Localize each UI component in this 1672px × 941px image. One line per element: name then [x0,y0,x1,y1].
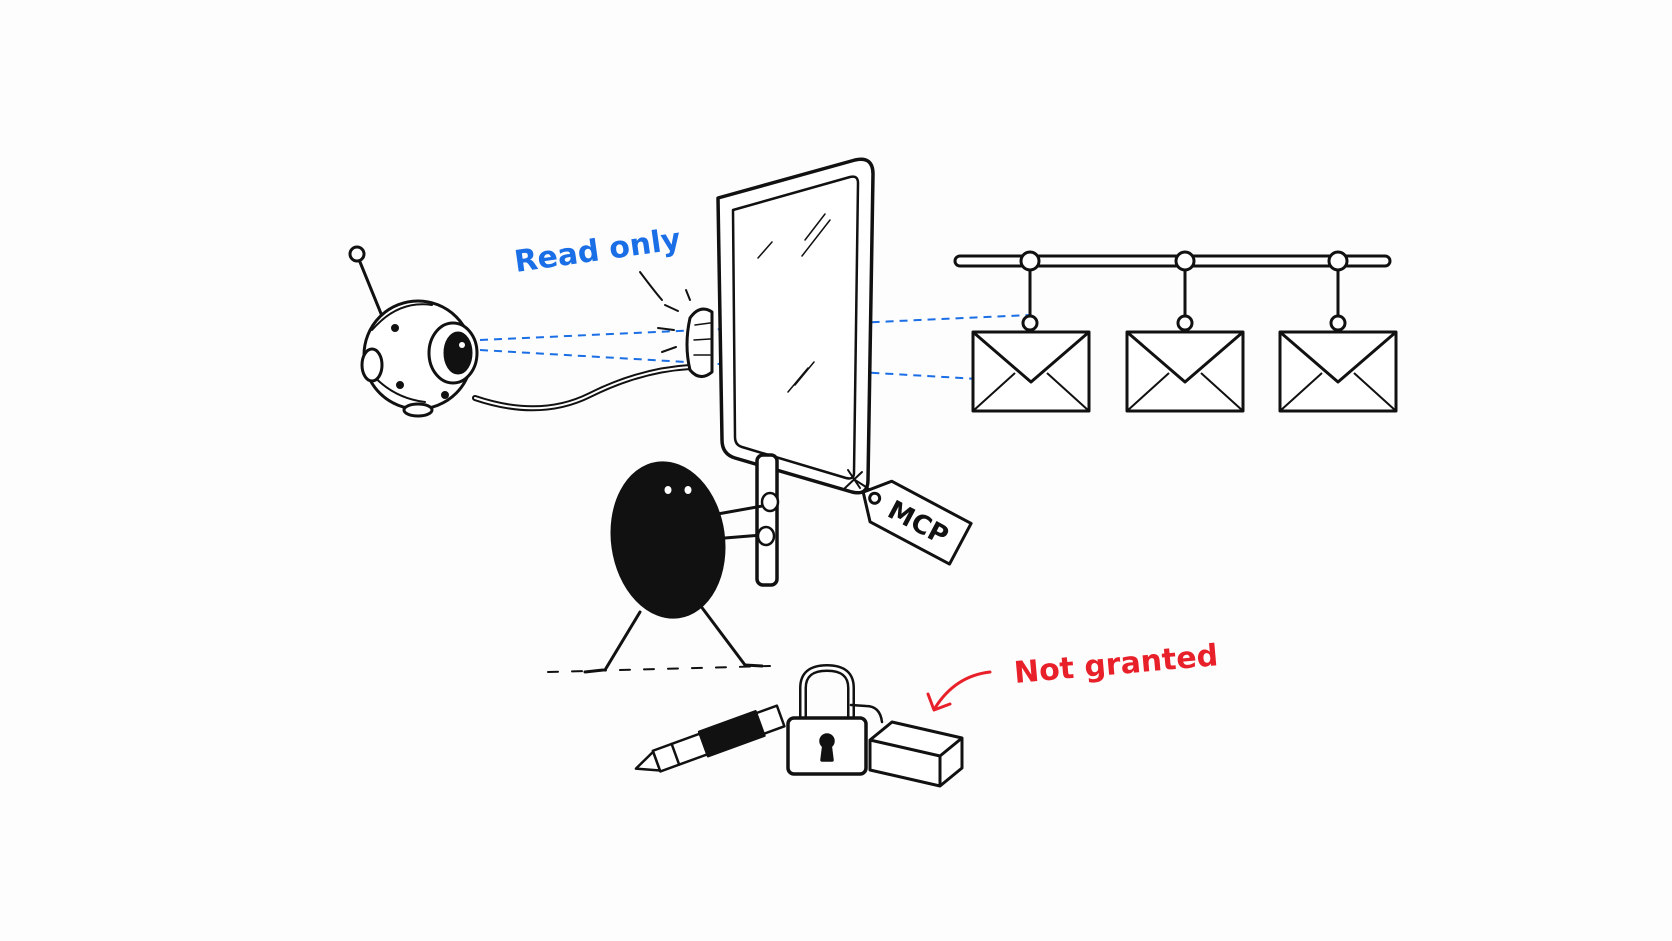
eraser-icon [868,720,964,788]
envelope-rail [953,254,1392,268]
blob-character-icon [547,461,780,674]
envelope-icon [971,330,1091,413]
not-granted-annotation: Not granted [926,638,1220,712]
envelope-2 [1125,250,1245,413]
read-only-label: Read only [512,222,683,280]
padlock-icon [786,664,884,776]
envelope-icon [1278,330,1398,413]
read-only-annotation: Read only [512,222,683,301]
envelope-icon [1125,330,1245,413]
view-lines [479,314,1031,383]
envelope-1 [971,250,1091,413]
not-granted-label: Not granted [1013,638,1220,691]
robot-eye-icon [348,245,693,418]
envelope-3 [1278,250,1398,413]
pen-icon [634,704,786,773]
